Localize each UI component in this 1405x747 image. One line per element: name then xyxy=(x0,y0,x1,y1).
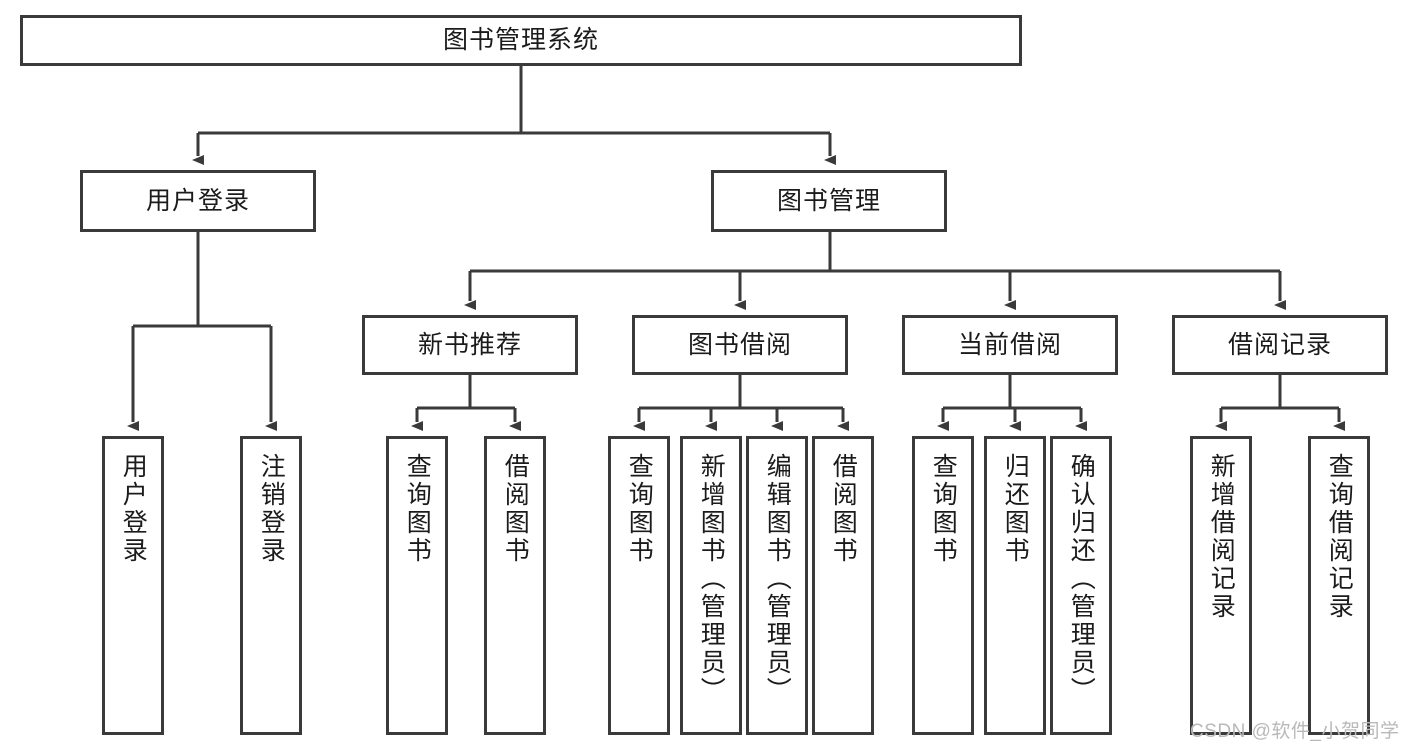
leaf-node[interactable]: 查询图书 xyxy=(386,436,448,735)
node-new-book-recommend[interactable]: 新书推荐 xyxy=(362,315,578,375)
leaf-node[interactable]: 归还图书 xyxy=(984,436,1046,735)
leaf-node-label: 用户登录 xyxy=(119,453,148,565)
node-current-borrow-label: 当前借阅 xyxy=(957,330,1062,359)
node-borrow-record[interactable]: 借阅记录 xyxy=(1172,315,1388,375)
node-user-login-label: 用户登录 xyxy=(145,186,250,215)
leaf-node-label: 查询借阅记录 xyxy=(1325,453,1354,621)
node-user-login[interactable]: 用户登录 xyxy=(80,170,316,232)
leaf-node-label: 借阅图书 xyxy=(829,453,858,565)
leaf-node[interactable]: 确认归还（管理员） xyxy=(1050,436,1112,735)
leaf-node[interactable]: 查询图书 xyxy=(608,436,670,735)
leaf-node-label: 查询图书 xyxy=(403,453,432,565)
node-root-label: 图书管理系统 xyxy=(442,26,599,55)
leaf-node-label: 编辑图书（管理员） xyxy=(763,453,792,705)
leaf-node-label: 新增图书（管理员） xyxy=(697,453,726,705)
leaf-node-label: 归还图书 xyxy=(1001,453,1030,565)
node-book-borrow-label: 图书借阅 xyxy=(687,330,792,359)
node-new-book-recommend-label: 新书推荐 xyxy=(417,330,522,359)
leaf-node-label: 查询图书 xyxy=(929,453,958,565)
leaf-node[interactable]: 新增图书（管理员） xyxy=(680,436,742,735)
leaf-node-label: 查询图书 xyxy=(625,453,654,565)
leaf-node[interactable]: 查询图书 xyxy=(912,436,974,735)
node-book-borrow[interactable]: 图书借阅 xyxy=(632,315,848,375)
csdn-watermark: CSDN @软件_小贺同学 xyxy=(1190,721,1400,742)
leaf-node-label: 注销登录 xyxy=(257,453,286,565)
leaf-node[interactable]: 注销登录 xyxy=(240,436,302,735)
node-current-borrow[interactable]: 当前借阅 xyxy=(902,315,1118,375)
leaf-node[interactable]: 借阅图书 xyxy=(484,436,546,735)
leaf-node[interactable]: 新增借阅记录 xyxy=(1190,436,1252,735)
node-book-management[interactable]: 图书管理 xyxy=(711,170,947,232)
leaf-node-label: 借阅图书 xyxy=(501,453,530,565)
node-book-management-label: 图书管理 xyxy=(776,186,881,215)
node-root[interactable]: 图书管理系统 xyxy=(20,15,1022,66)
node-borrow-record-label: 借阅记录 xyxy=(1227,330,1332,359)
leaf-node-label: 新增借阅记录 xyxy=(1207,453,1236,621)
leaf-node-label: 确认归还（管理员） xyxy=(1067,453,1096,705)
leaf-node[interactable]: 编辑图书（管理员） xyxy=(746,436,808,735)
leaf-node[interactable]: 用户登录 xyxy=(102,436,164,735)
leaf-node[interactable]: 借阅图书 xyxy=(812,436,874,735)
leaf-node[interactable]: 查询借阅记录 xyxy=(1308,436,1370,735)
